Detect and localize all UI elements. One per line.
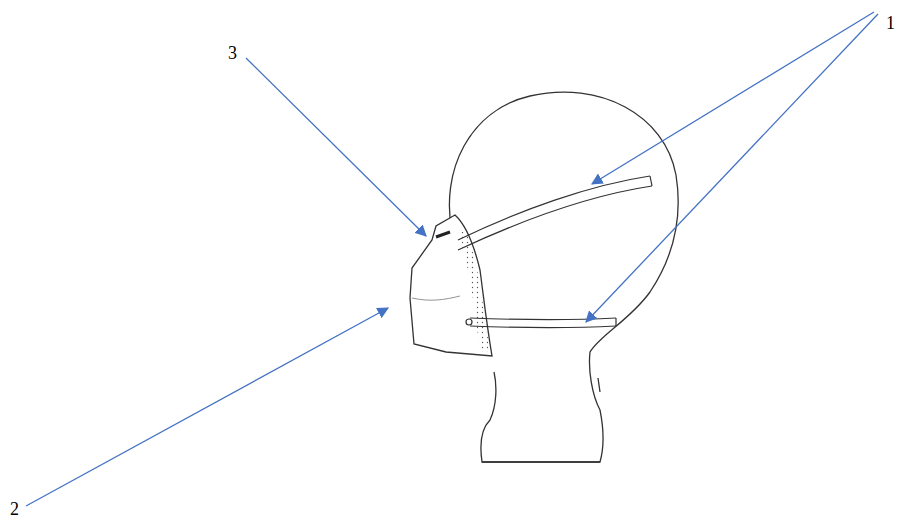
head-straps bbox=[458, 176, 652, 328]
callout-label: 2 bbox=[10, 500, 19, 518]
mask-body bbox=[410, 215, 492, 356]
callout-label: 3 bbox=[228, 44, 237, 62]
callout-label: 1 bbox=[886, 14, 895, 32]
callout-number: 1 bbox=[886, 14, 895, 32]
callout-number: 2 bbox=[10, 500, 19, 518]
leader-lines bbox=[26, 12, 878, 506]
head-outline bbox=[449, 92, 678, 462]
callout-number: 3 bbox=[228, 44, 237, 62]
